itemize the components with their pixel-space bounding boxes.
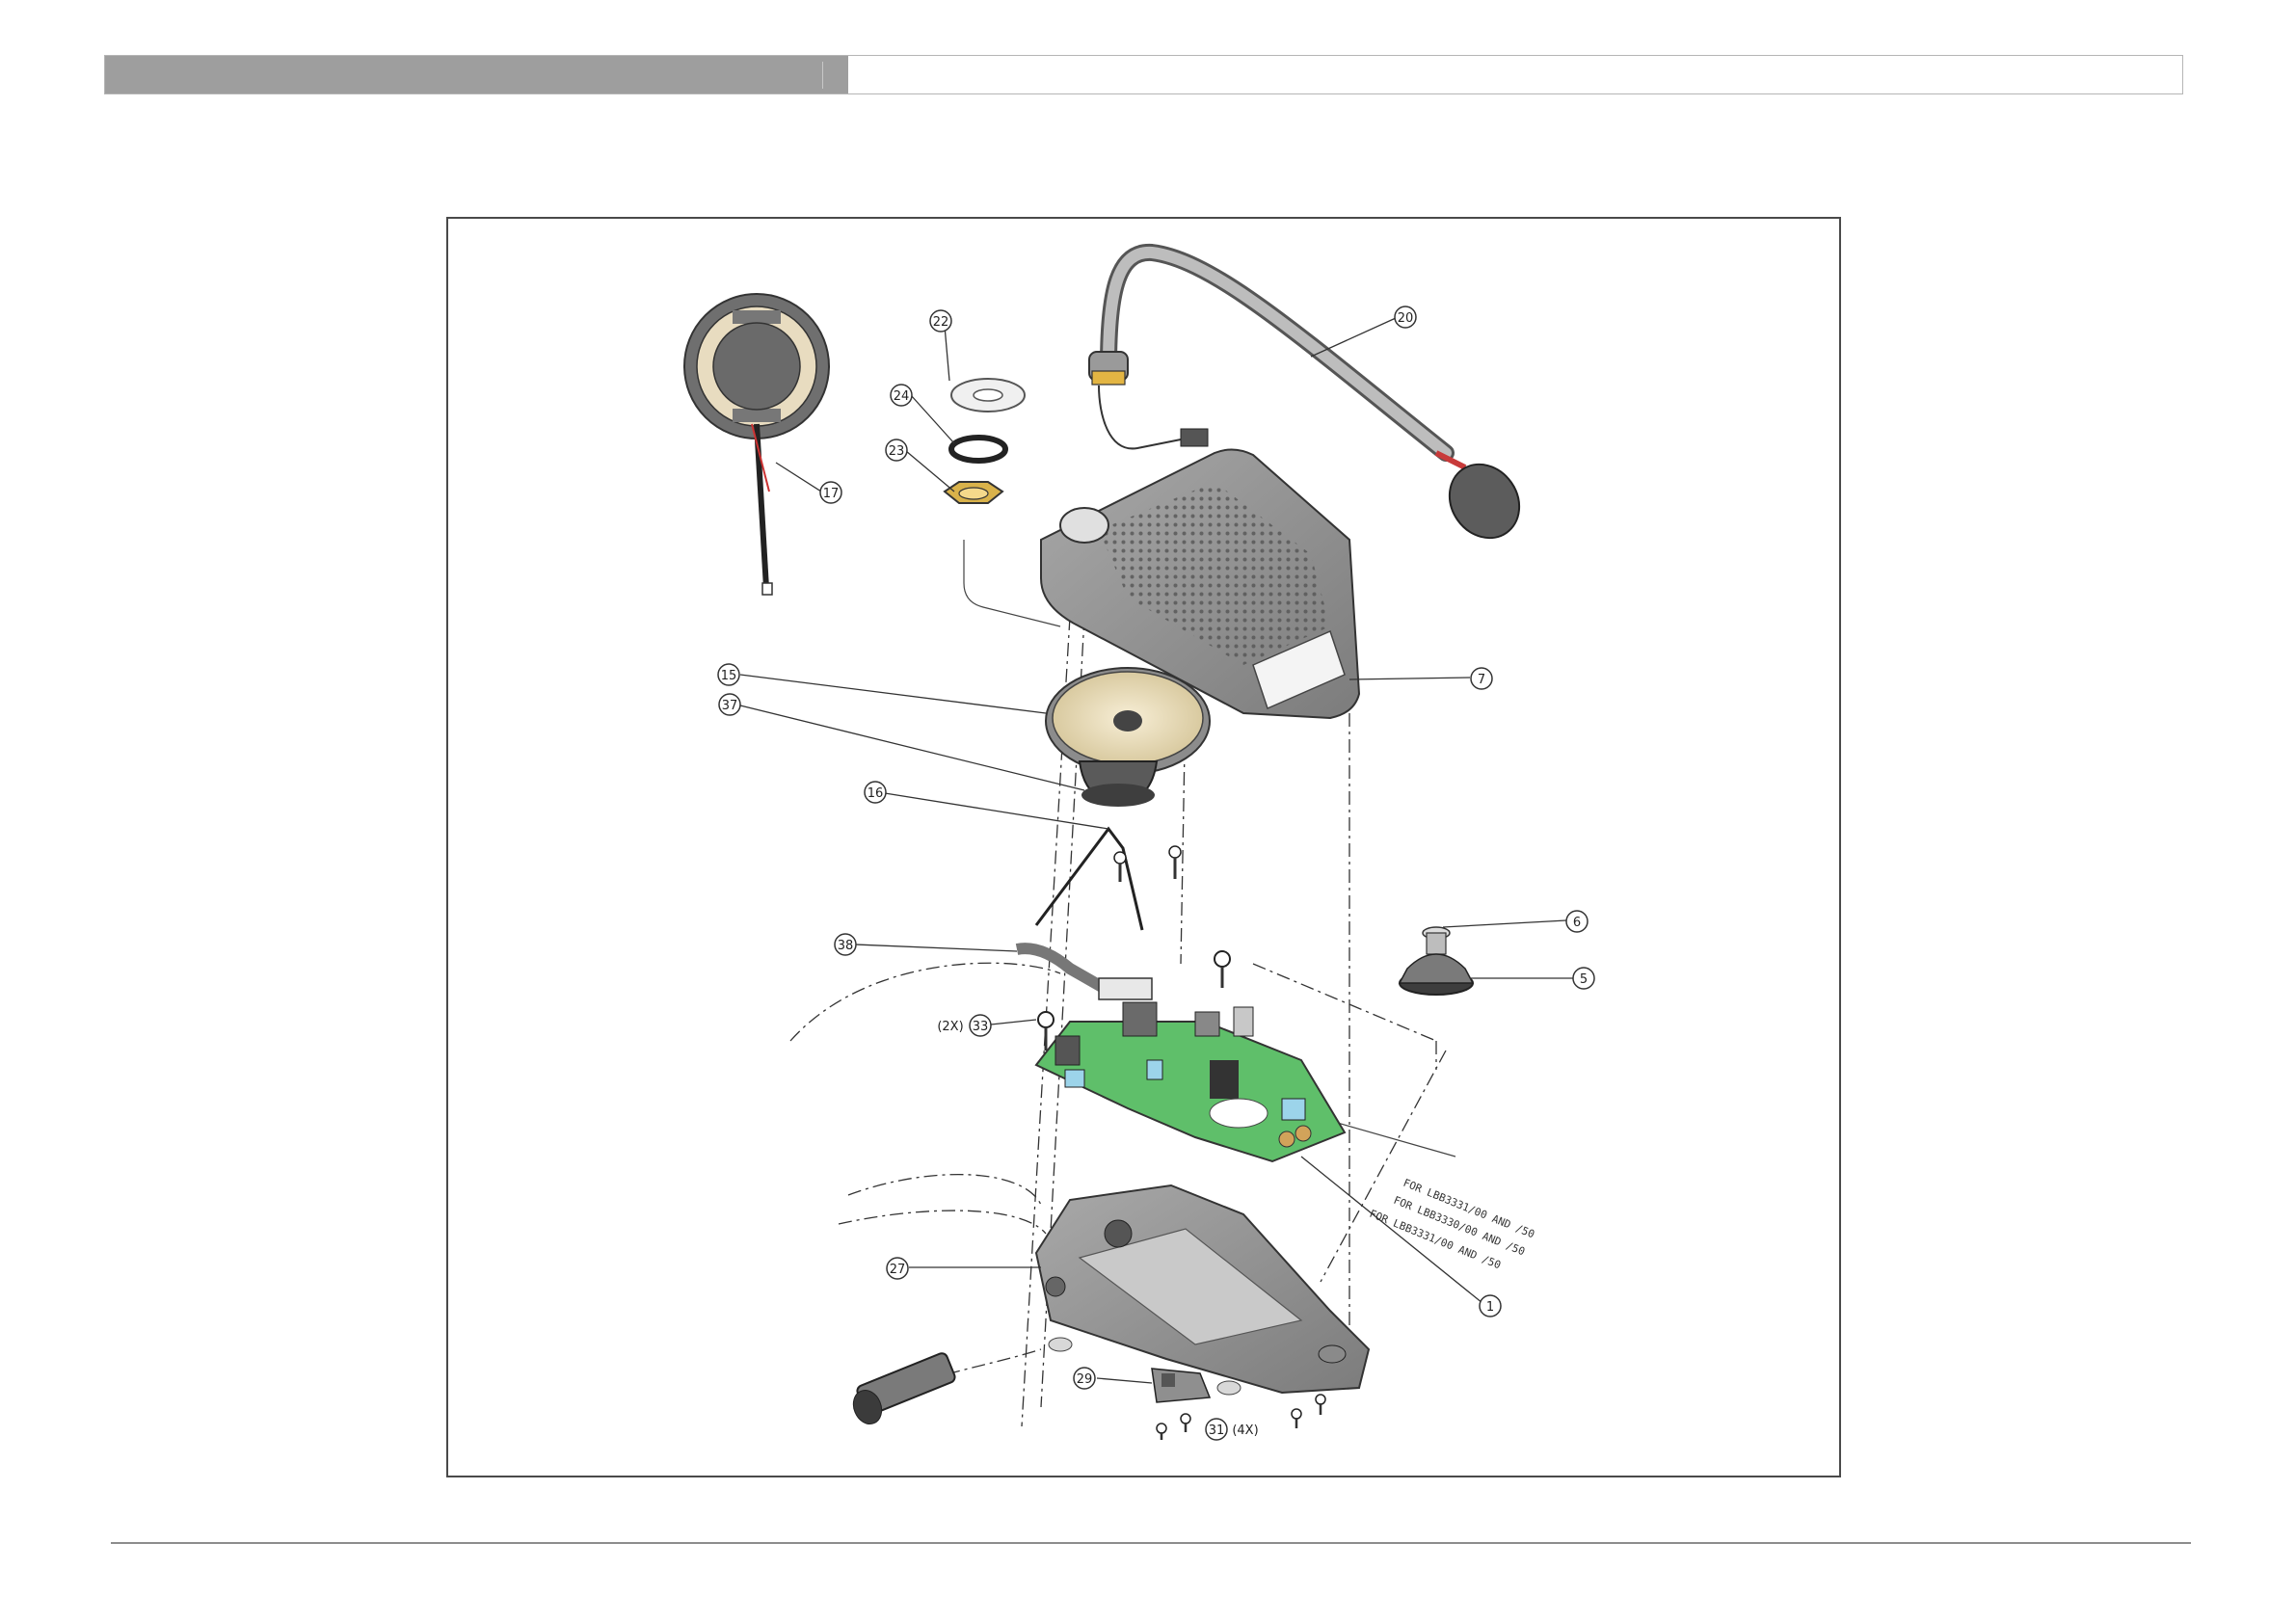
- callout-6: 6: [1566, 911, 1588, 932]
- svg-text:24: 24: [894, 389, 910, 404]
- svg-text:5: 5: [1580, 972, 1588, 987]
- part-23-hex-nut: [945, 482, 1002, 503]
- callout-20: 20: [1395, 306, 1416, 328]
- svg-text:23: 23: [889, 444, 905, 459]
- svg-text:6: 6: [1573, 916, 1581, 930]
- part-6-knob-shaft: [1423, 927, 1450, 954]
- part-24-seal-ring: [951, 438, 1005, 461]
- callout-27: 27: [887, 1258, 908, 1279]
- callout-33: (2X) 33: [937, 1015, 991, 1036]
- part-17-small-speaker: [684, 294, 829, 595]
- part-22-washer: [951, 379, 1025, 412]
- svg-text:38: 38: [838, 939, 854, 953]
- svg-text:33: 33: [973, 1020, 989, 1034]
- callout-38: 38: [835, 934, 856, 955]
- callout-23: 23: [886, 439, 907, 461]
- part-27-bottom-housing: [1036, 1185, 1369, 1395]
- pcb-board: [1036, 1002, 1345, 1161]
- callout-33-quantity: (2X): [937, 1020, 963, 1034]
- callout-16: 16: [865, 782, 886, 803]
- pcb-variant-notes: FOR LBB3331/00 AND /50 FOR LBB3330/00 AN…: [1368, 1177, 1536, 1272]
- part-29-cable-clamp: [1152, 1369, 1210, 1402]
- callout-5: 5: [1573, 968, 1594, 989]
- svg-text:20: 20: [1398, 311, 1414, 326]
- svg-text:27: 27: [890, 1263, 906, 1277]
- callout-31: 31 (4X): [1206, 1419, 1259, 1440]
- svg-text:22: 22: [933, 315, 949, 330]
- svg-text:15: 15: [721, 669, 737, 683]
- callout-17: 17: [820, 482, 841, 503]
- svg-text:7: 7: [1478, 673, 1485, 687]
- svg-text:37: 37: [722, 699, 738, 713]
- part-5-knob-base: [1400, 954, 1473, 995]
- svg-text:17: 17: [823, 487, 840, 501]
- callout-15: 15: [718, 664, 739, 685]
- svg-text:31: 31: [1209, 1423, 1225, 1438]
- part-16-bracket: [1036, 829, 1181, 930]
- callout-31-quantity: (4X): [1232, 1423, 1258, 1438]
- callout-37: 37: [719, 694, 740, 715]
- footer-rule: [111, 1542, 2191, 1544]
- callout-24: 24: [891, 385, 912, 406]
- callout-7: 7: [1471, 668, 1492, 689]
- svg-text:16: 16: [868, 786, 884, 801]
- part-38-ribbon-cable: [1017, 948, 1152, 999]
- svg-text:1: 1: [1486, 1300, 1494, 1315]
- svg-text:29: 29: [1077, 1372, 1093, 1387]
- callout-22: 22: [930, 310, 951, 332]
- part-15-loudspeaker: [1046, 668, 1210, 774]
- callout-29: 29: [1074, 1368, 1095, 1389]
- part-37-magnet: [1080, 761, 1157, 807]
- callout-1: 1: [1480, 1295, 1501, 1317]
- din-connector: [848, 1351, 956, 1427]
